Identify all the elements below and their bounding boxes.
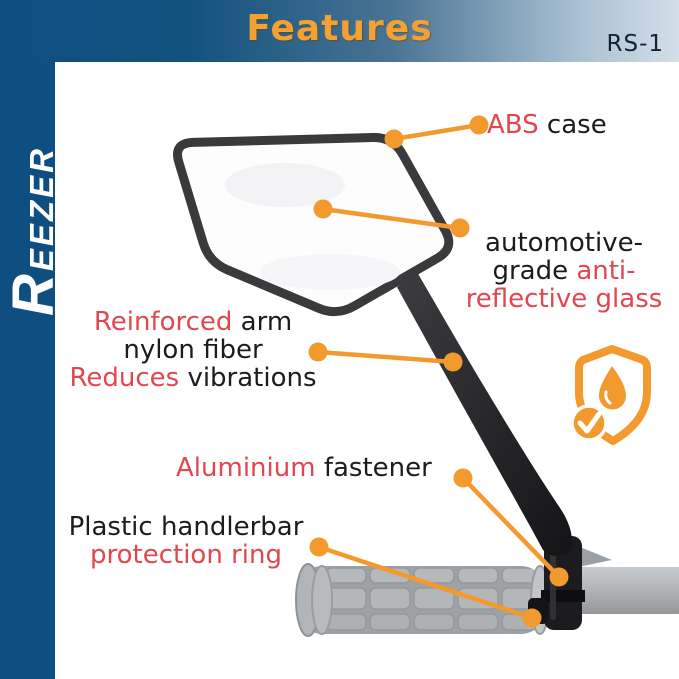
label-abs-highlight: ABS (487, 110, 539, 140)
check-icon (570, 404, 608, 442)
shield-icon (570, 345, 651, 445)
handlebar-grip (295, 563, 550, 637)
water-drop-icon (599, 366, 626, 410)
callout-line-arm (315, 349, 456, 365)
label-glass-line3: reflective glass (465, 284, 663, 314)
label-abs-case: ABS case (487, 111, 607, 139)
handlebar-mount-wedge (575, 545, 612, 567)
brand-sidebar (0, 0, 55, 679)
label-ring-line1: Plastic handlerbar (68, 512, 304, 542)
mirror (173, 133, 454, 317)
mirror-glass-reflection (260, 254, 400, 290)
label-glass: automotive- grade anti- reflective glass (450, 229, 678, 313)
callout-line-abs-case (391, 122, 482, 142)
callout-lines (315, 122, 562, 621)
callout-line-ring (316, 544, 535, 621)
label-arm-line1: Reinforced arm (93, 307, 293, 337)
label-arm: Reinforced arm nylon fiber Reduces vibra… (68, 308, 318, 392)
label-arm-line2: nylon fiber (123, 335, 263, 365)
label-glass-line2: grade anti- (492, 256, 636, 286)
label-ring-line2: protection ring (90, 540, 282, 570)
header-banner (0, 0, 679, 62)
label-glass-line1: automotive- (485, 228, 643, 258)
label-fastener: Aluminium fastener (176, 453, 432, 483)
callout-dots (308, 115, 569, 628)
label-abs-rest: case (538, 110, 607, 140)
page-title: Features (246, 8, 433, 49)
callout-line-fastener (460, 475, 562, 580)
label-arm-line3: Reduces vibrations (69, 363, 317, 393)
mirror-arm (397, 272, 573, 556)
model-number: RS-1 (606, 31, 664, 57)
mirror-glass-reflection (225, 163, 345, 207)
callout-line-glass (320, 206, 463, 231)
label-ring: Plastic handlerbar protection ring (60, 513, 312, 569)
